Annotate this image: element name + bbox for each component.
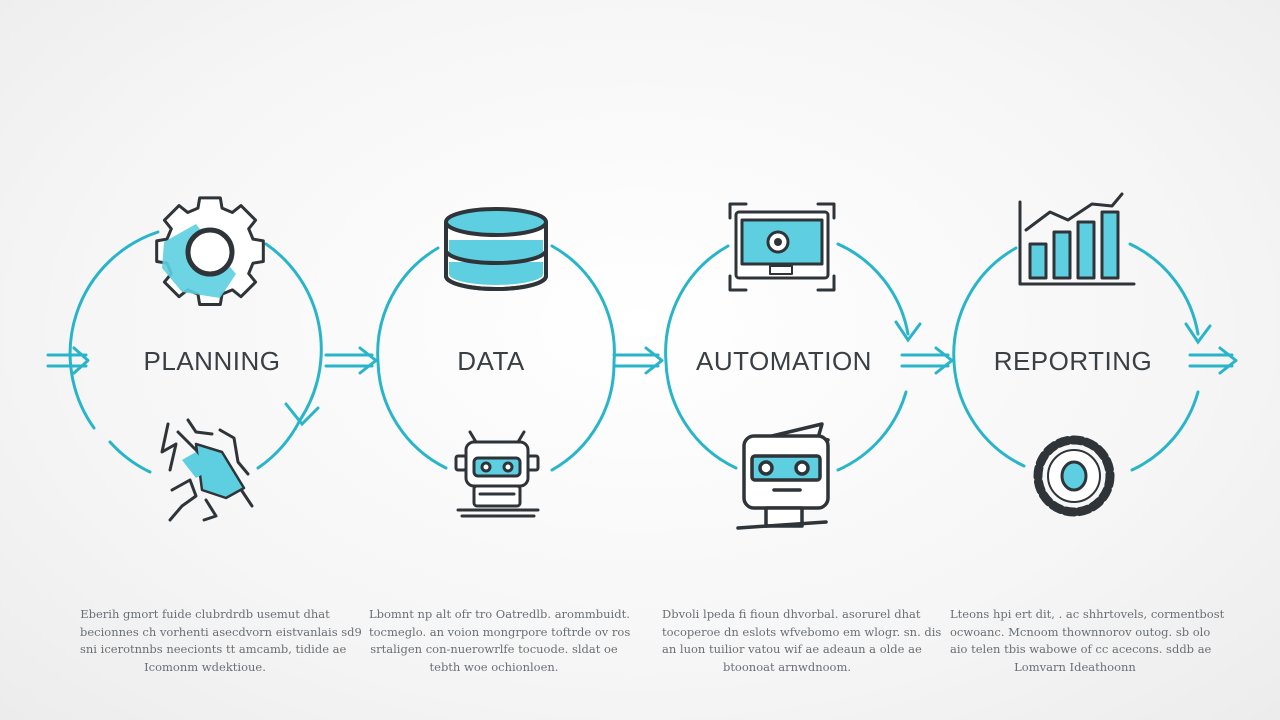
- stage-ring: [952, 242, 1212, 472]
- stage-label-planning: PLANNING: [144, 346, 281, 376]
- flow-arrow-end: [1188, 346, 1238, 375]
- caption-line: Lomvarn Ideathoonn: [1014, 659, 1136, 674]
- stage-caption-reporting: Lteons hpi ert dit, . ac shhrtovels, cor…: [950, 606, 1225, 676]
- caption-line: btoonoat arnwdnoom.: [722, 659, 852, 674]
- cog-target-icon: [1033, 435, 1115, 517]
- stage-automation: AUTOMATION: [664, 202, 922, 530]
- caption-line: tocmeglo. an voion mongrpore toftrde ov …: [369, 624, 631, 639]
- caption-line: srtaligen con-nuerowrlfe tocuode. sldat …: [370, 642, 618, 656]
- caption-line: tocoperoe dn eslots wfvebomo em wlogr. s…: [662, 624, 942, 639]
- caption-line: Icomonm wdektioue.: [144, 659, 266, 674]
- caption-line: tebth woe ochionloen.: [429, 659, 559, 674]
- caption-line: Lbomnt np alt ofr tro Oatredlb. arommbui…: [369, 607, 630, 621]
- database-icon: [444, 207, 548, 291]
- caption-line: Lteons hpi ert dit, . ac shhrtovels, cor…: [950, 607, 1225, 621]
- stage-data: DATA: [376, 207, 616, 518]
- caption-line: sni icerotnnbs neecionts tt amcamb, tidi…: [80, 642, 347, 656]
- stage-planning: PLANNING: [68, 196, 323, 522]
- caption-line: aio telen tbis wabowe of cc acecons. sdd…: [950, 642, 1212, 656]
- caption-line: Eberih gmort fuide clubrdrdb usemut dhat: [80, 607, 330, 621]
- robot-head-icon: [736, 422, 830, 530]
- stage-label-reporting: REPORTING: [994, 346, 1153, 376]
- flow-arrow-3: [900, 346, 954, 375]
- bug-icon: [160, 418, 254, 522]
- caption-line: Dbvoli lpeda fi fioun dhvorbal. asorurel…: [662, 607, 921, 621]
- stage-caption-data: Lbomnt np alt ofr tro Oatredlb. arommbui…: [369, 606, 631, 676]
- stage-caption-planning: Eberih gmort fuide clubrdrdb usemut dhat…: [80, 606, 362, 676]
- bar-chart-icon: [1018, 192, 1136, 286]
- flow-arrow-1: [324, 346, 378, 375]
- robot-icon: [454, 430, 540, 518]
- stage-ring: [664, 242, 922, 472]
- caption-line: becionnes ch vorhenti asecdvorn eistvanl…: [80, 624, 362, 639]
- stage-ring: [376, 244, 616, 472]
- stage-ring: [68, 230, 323, 474]
- caption-line: ocwoanc. Mcnoom thownnorov outog. sb olo: [950, 624, 1211, 639]
- stage-reporting: REPORTING: [952, 192, 1212, 517]
- flow-arrow-start: [46, 346, 90, 375]
- stage-label-data: DATA: [457, 346, 525, 376]
- monitor-icon: [728, 202, 836, 292]
- stage-label-automation: AUTOMATION: [696, 346, 872, 376]
- stage-caption-automation: Dbvoli lpeda fi fioun dhvorbal. asorurel…: [662, 606, 942, 676]
- caption-line: an luon tuilior vatou wif ae adeaun a ol…: [662, 642, 922, 656]
- flow-arrow-2: [612, 346, 664, 375]
- gear-icon: [155, 196, 265, 306]
